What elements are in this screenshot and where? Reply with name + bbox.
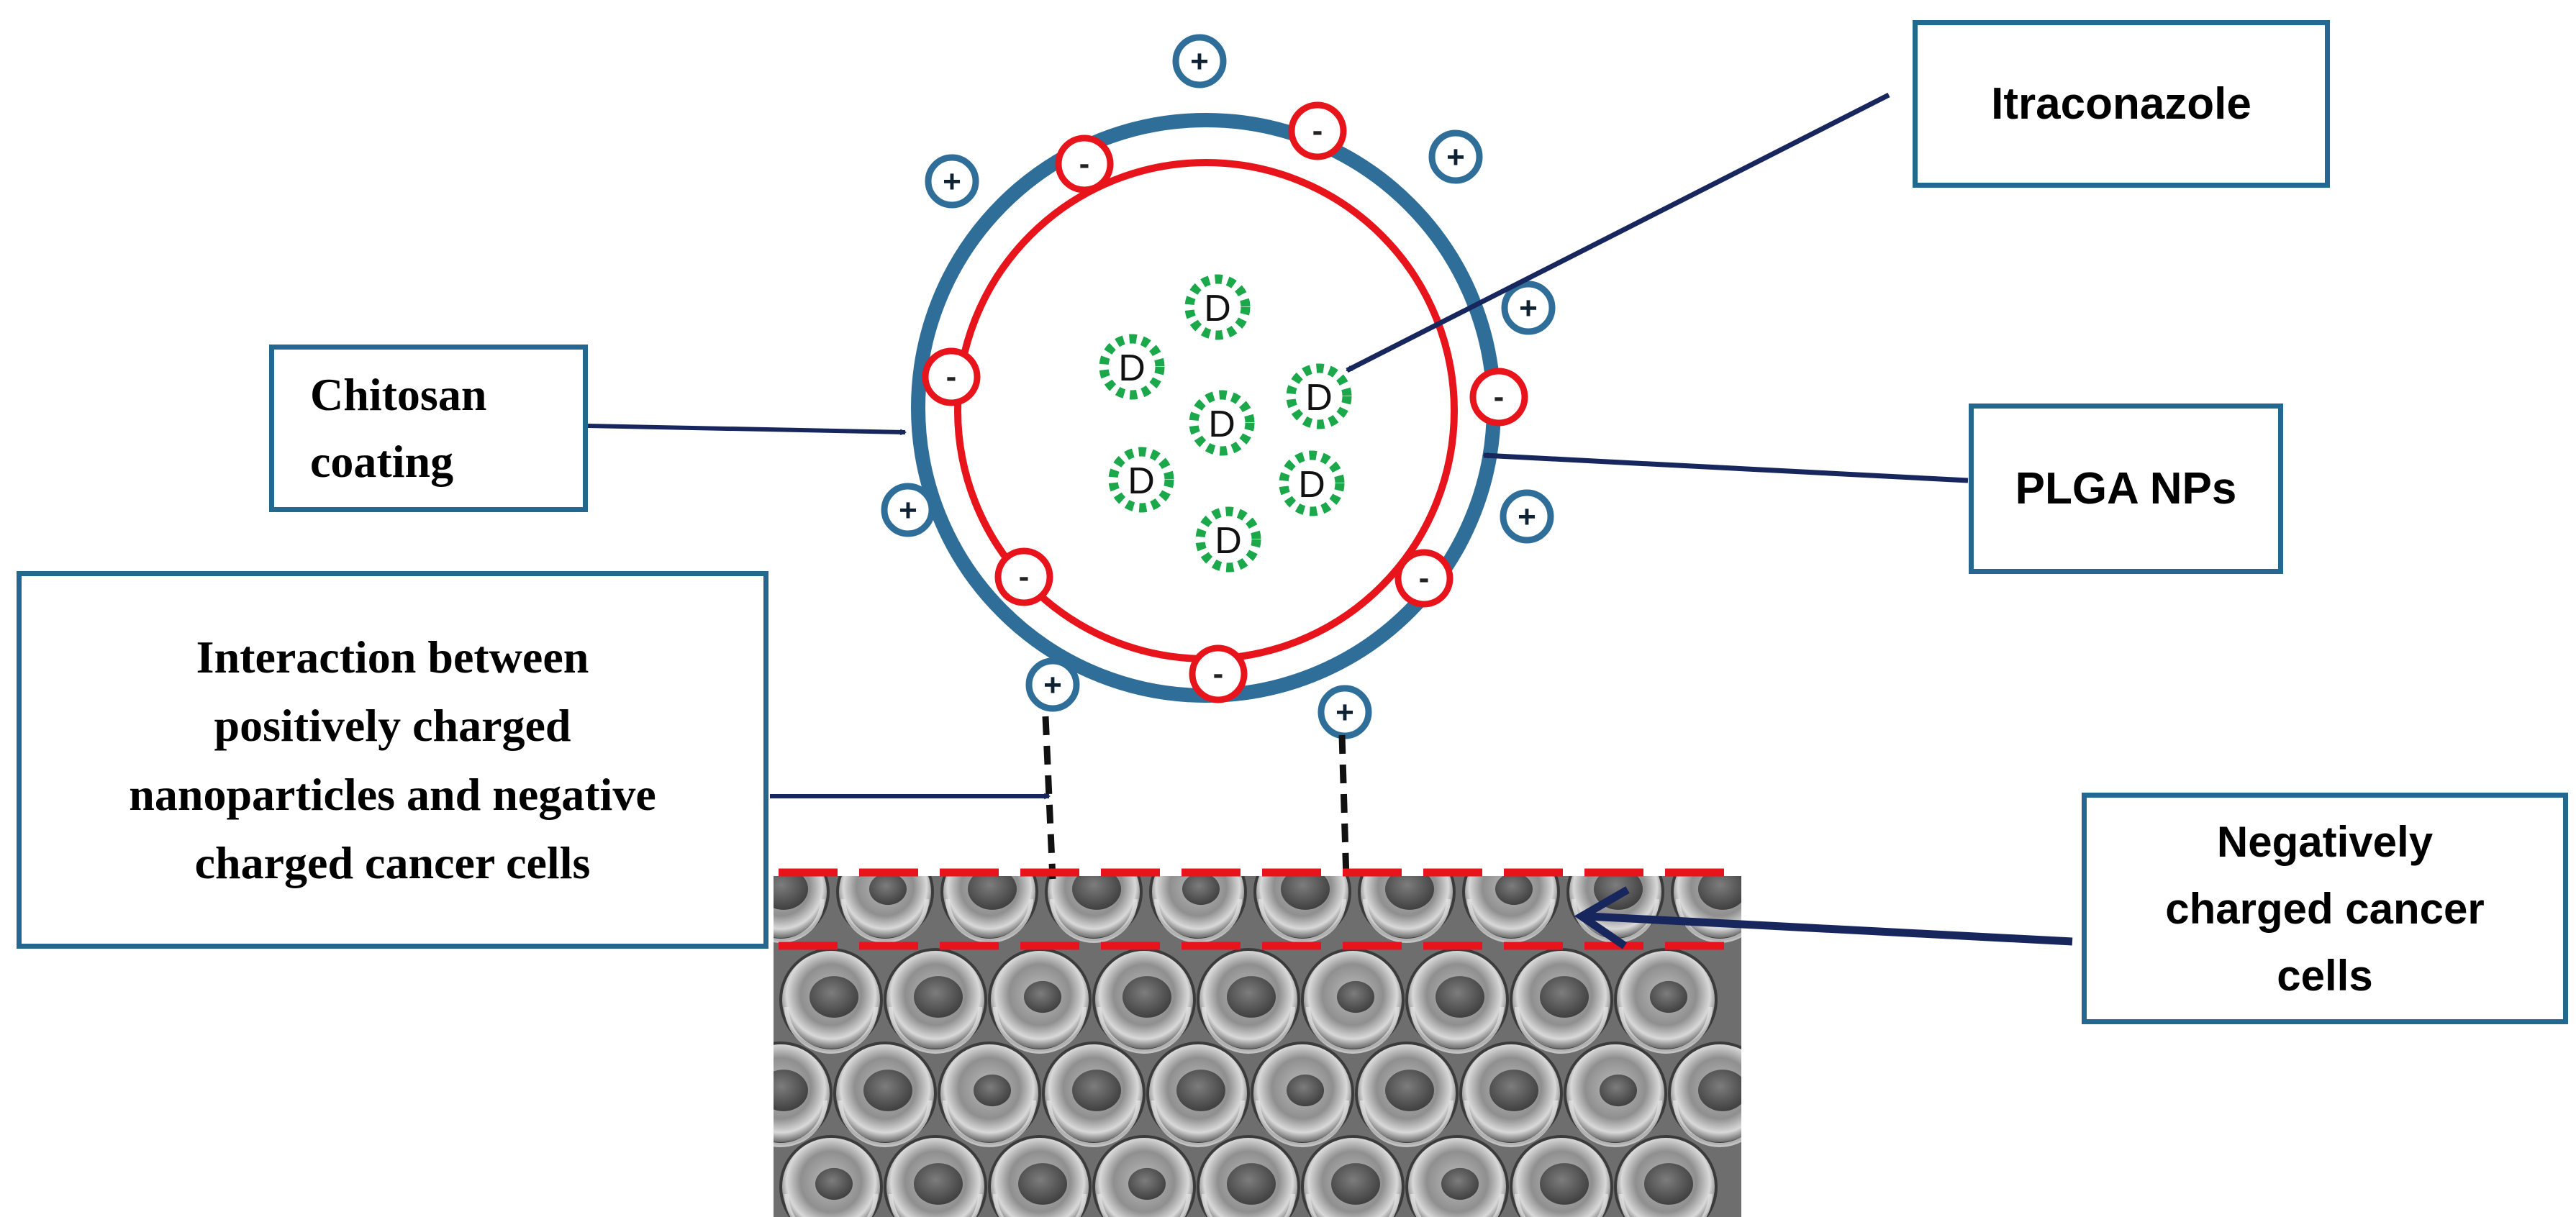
positive-charge-icon: + — [1172, 34, 1227, 88]
drug-molecule-icon: D — [1108, 447, 1174, 513]
interaction-line-right — [1338, 734, 1350, 880]
drug-molecule-icon: D — [1189, 390, 1255, 456]
chitosan-label-box: Chitosan coating — [269, 345, 588, 512]
positive-charge-symbol: + — [1043, 667, 1062, 703]
negative-charge-symbol: - — [1312, 113, 1323, 148]
negative-charge-symbol: - — [1019, 559, 1030, 594]
drug-molecule-icon: D — [1286, 363, 1352, 429]
drug-molecule-icon: D — [1184, 274, 1251, 340]
cancer-cells-label: Negatively charged cancer cells — [2165, 817, 2485, 1000]
negative-charge-symbol: - — [1494, 379, 1505, 414]
negative-charge-icon: - — [1055, 135, 1114, 193]
interaction-line-left — [1042, 716, 1056, 880]
plga-label-box: PLGA NPs — [1969, 404, 2283, 574]
drug-symbol: D — [1215, 520, 1242, 562]
drug-molecule-icon: D — [1099, 334, 1165, 400]
cancer-cells-arrow-head — [1574, 886, 1630, 949]
negative-charge-icon: - — [1394, 549, 1453, 608]
chitosan-arrow — [587, 424, 905, 432]
negative-charge-symbol: - — [1419, 560, 1430, 596]
positive-charge-symbol: + — [943, 164, 961, 199]
negative-charges: - - - - - - - — [922, 101, 1528, 703]
drug-symbol: D — [1305, 377, 1333, 419]
positive-charge-icon: + — [1025, 657, 1080, 712]
chitosan-label: Chitosan coating — [310, 368, 487, 487]
drug-symbol: D — [1298, 464, 1325, 506]
negative-charge-icon: - — [1288, 101, 1347, 160]
itraconazole-label-box: Itraconazole — [1913, 20, 2330, 188]
drug-symbol: D — [1118, 347, 1146, 389]
positive-charge-symbol: + — [899, 493, 917, 528]
positive-charge-symbol: + — [1446, 140, 1465, 175]
cancer-cells-arrow — [1588, 912, 2073, 946]
itraconazole-label: Itraconazole — [1991, 79, 2251, 129]
positive-charge-symbol: + — [1190, 44, 1209, 79]
interaction-dashed-lines — [1042, 716, 1350, 880]
drug-molecules: D D D D D D D — [1099, 274, 1352, 573]
cancer-cells-label-box: Negatively charged cancer cells — [2082, 793, 2568, 1024]
cancer-cell-image — [774, 876, 1741, 1217]
positive-charge-icon: + — [1501, 281, 1556, 335]
negative-charge-symbol: - — [1213, 656, 1224, 691]
positive-charge-icon: + — [1318, 685, 1372, 739]
negative-charge-icon: - — [1189, 644, 1248, 703]
negative-charge-icon: - — [1469, 368, 1528, 427]
negative-charge-icon: - — [994, 547, 1053, 606]
plga-label: PLGA NPs — [2015, 464, 2237, 514]
itraconazole-arrow — [1347, 92, 1890, 373]
drug-molecule-icon: D — [1195, 506, 1261, 573]
plga-arrow — [1484, 455, 1969, 483]
positive-charges: + + + + + + + + — [881, 34, 1556, 739]
drug-symbol: D — [1128, 460, 1155, 502]
interaction-label-box: Interaction between positively charged n… — [17, 571, 768, 949]
pointer-arrows — [587, 92, 2073, 949]
positive-charge-icon: + — [925, 154, 979, 209]
negative-charge-symbol: - — [1079, 146, 1090, 181]
positive-charge-icon: + — [881, 483, 935, 537]
negative-charge-icon: - — [922, 347, 981, 406]
positive-charge-icon: + — [1500, 489, 1554, 544]
drug-symbol: D — [1204, 288, 1231, 329]
interaction-label: Interaction between positively charged n… — [129, 631, 656, 888]
negative-charge-symbol: - — [946, 359, 957, 394]
positive-charge-symbol: + — [1518, 499, 1536, 534]
drug-molecule-icon: D — [1279, 450, 1345, 516]
drug-symbol: D — [1208, 404, 1235, 445]
positive-charge-icon: + — [1428, 129, 1483, 184]
positive-charge-symbol: + — [1335, 695, 1354, 730]
positive-charge-symbol: + — [1519, 291, 1538, 326]
